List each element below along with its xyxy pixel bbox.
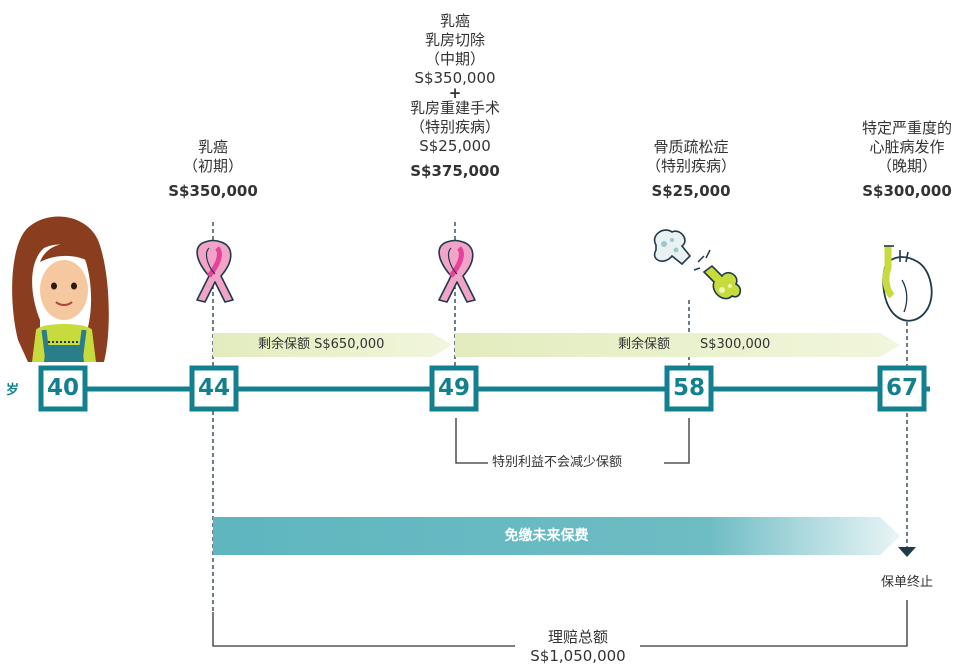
total-claim-bracket xyxy=(212,600,908,647)
remaining-coverage-value-2: S$300,000 xyxy=(700,337,771,352)
total-claim-amount: S$1,050,000 xyxy=(530,647,626,665)
special-benefit-bracket xyxy=(455,418,690,464)
event-stage: （初期） xyxy=(182,157,243,175)
pink-ribbon-icon xyxy=(196,239,234,303)
event-amount: S$375,000 xyxy=(410,162,500,180)
event-procedure-amount: S$350,000 xyxy=(414,69,496,87)
event-stage: （中期） xyxy=(424,50,485,68)
age-unit-label: 岁 xyxy=(6,383,20,398)
age-box-58 xyxy=(664,365,714,412)
age-boxes xyxy=(38,365,927,412)
event-procedure: 乳房切除 xyxy=(424,31,485,49)
event-title: 乳癌 xyxy=(439,12,470,30)
age-67: 67 xyxy=(885,375,918,401)
event-osteoporosis: 骨质疏松症 （特别疾病） S$25,000 xyxy=(616,138,766,201)
plus-sign: + xyxy=(448,84,462,102)
broken-bone-icon xyxy=(653,229,742,300)
premium-waiver-arrow xyxy=(213,517,900,555)
event-stage: （晚期） xyxy=(876,157,937,175)
age-40: 40 xyxy=(46,375,79,401)
age-box-49 xyxy=(429,365,479,412)
pink-ribbon-icon xyxy=(438,239,476,303)
event-special: （特别疾病） xyxy=(409,118,500,136)
event-special: （特别疾病） xyxy=(645,157,736,175)
age-box-44 xyxy=(189,365,239,412)
event-title: 骨质疏松症 xyxy=(653,138,729,156)
special-benefit-note: 特别利益不会减少保额 xyxy=(492,455,623,470)
age-box-40 xyxy=(38,365,88,412)
event-amount: S$25,000 xyxy=(651,182,731,200)
age-49: 49 xyxy=(437,375,470,401)
event-reconstruction-amount: S$25,000 xyxy=(419,137,491,155)
remaining-coverage-label-2: 剩余保额 xyxy=(618,337,671,352)
event-line1: 特定严重度的 xyxy=(861,119,952,137)
event-heart-attack: 特定严重度的 心脏病发作 （晚期） S$300,000 xyxy=(832,119,963,201)
remaining-coverage-label-1: 剩余保额 S$650,000 xyxy=(258,337,385,352)
remaining-coverage-arrow-2 xyxy=(455,333,900,357)
policy-end-label: 保单终止 xyxy=(880,575,933,590)
event-amount: S$300,000 xyxy=(862,182,952,200)
age-58: 58 xyxy=(672,375,705,401)
woman-avatar xyxy=(12,216,109,363)
event-early-cancer: 乳癌 （初期） S$350,000 xyxy=(143,138,283,201)
age-box-67 xyxy=(877,365,927,412)
policy-end-arrow-icon xyxy=(898,547,916,557)
age-44: 44 xyxy=(197,375,230,401)
total-claim: 理赔总额 S$1,050,000 xyxy=(500,628,656,666)
heart-icon xyxy=(882,245,933,322)
event-reconstruction: 乳房重建手术 xyxy=(409,99,500,117)
event-title: 乳癌 xyxy=(197,138,228,156)
event-amount: S$350,000 xyxy=(168,182,258,200)
premium-waiver-label: 免缴未来保费 xyxy=(504,528,589,544)
event-line2: 心脏病发作 xyxy=(869,138,945,156)
total-claim-label: 理赔总额 xyxy=(547,628,608,646)
event-mid-cancer: 乳癌 乳房切除 （中期） S$350,000 + 乳房重建手术 （特别疾病） S… xyxy=(370,12,540,181)
remaining-coverage-arrow-1 xyxy=(213,333,452,357)
